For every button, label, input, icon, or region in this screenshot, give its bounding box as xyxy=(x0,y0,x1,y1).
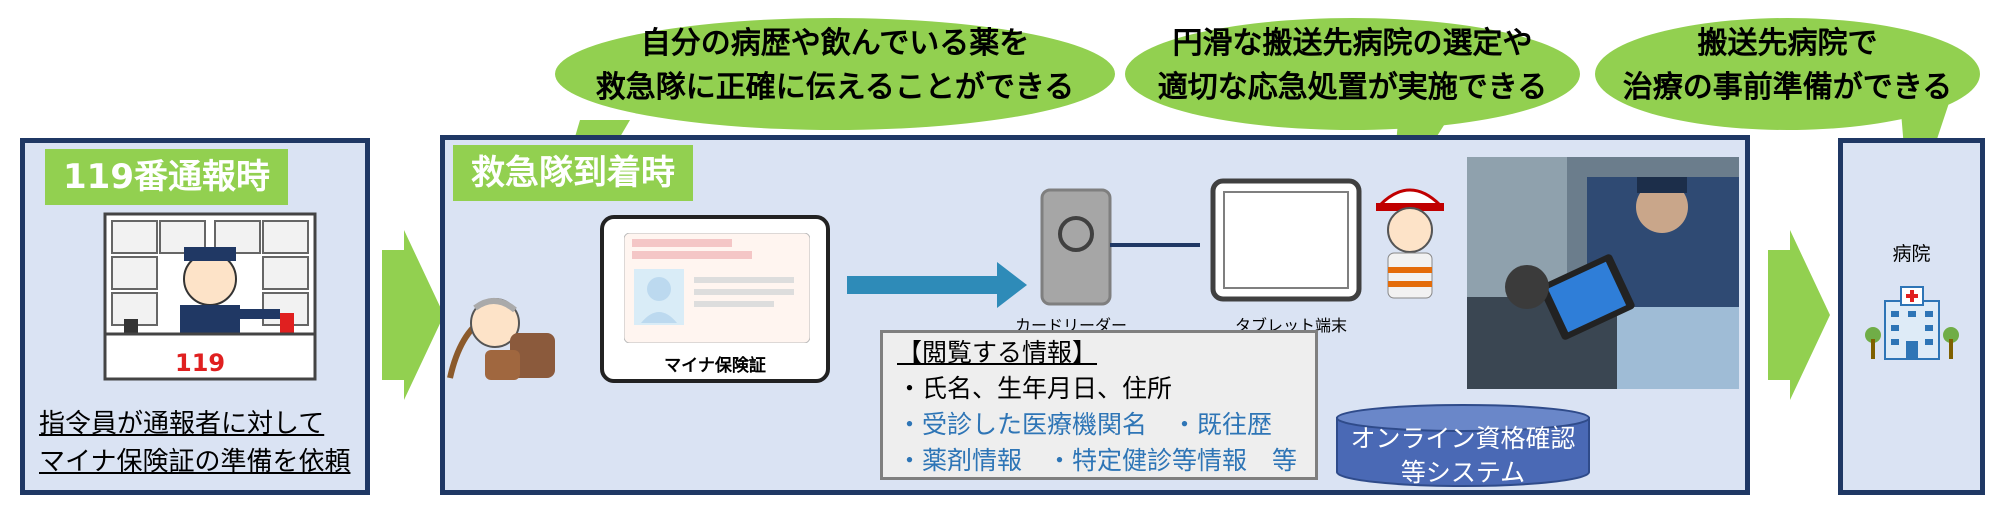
hospital-label: 病院 xyxy=(1892,243,1931,265)
scene-photo xyxy=(1467,157,1739,389)
bubble-shape xyxy=(1595,18,1980,130)
bubble-shape xyxy=(1125,18,1580,130)
insurance-card-frame: マイナ保険証 xyxy=(600,215,830,383)
panel-label: 119番通報時 xyxy=(45,149,288,205)
panel-arrival: 救急隊到着時 マイナ保険証 カードリーダー xyxy=(440,135,1750,495)
flow-arrow xyxy=(1768,230,1830,400)
bubble-text: 円滑な搬送先病院の選定や 適切な応急処置が実施できる xyxy=(1125,22,1580,110)
bubble-line: 救急隊に正確に伝えることができる xyxy=(595,70,1075,105)
bubble-shape xyxy=(555,18,1115,130)
call-footer-line2: マイナ保険証の準備を依頼 xyxy=(39,447,351,477)
patient-illustration xyxy=(447,298,555,380)
bubble-line: 搬送先病院で xyxy=(1697,26,1878,61)
dispatcher-illustration xyxy=(103,212,317,381)
connection-line xyxy=(1110,243,1200,247)
desk-sign: 119 xyxy=(175,349,226,377)
info-line: ・薬剤情報 ・特定健診等情報 等 xyxy=(897,446,1298,475)
database-cylinder-icon xyxy=(1336,404,1590,487)
hospital-building-icon xyxy=(1865,286,1959,360)
bubble-text: 自分の病歴や飲んでいる薬を 救急隊に正確に伝えることができる xyxy=(555,22,1115,110)
info-title: 【閲覧する情報】 xyxy=(897,338,1098,367)
insurance-card-icon xyxy=(624,233,810,343)
flow-arrow xyxy=(382,230,444,400)
paramedic-illustration xyxy=(1376,188,1444,299)
call-footer-line1: 指令員が通報者に対して xyxy=(39,409,325,439)
card-label: マイナ保険証 xyxy=(664,356,766,376)
bubble-line: 自分の病歴や飲んでいる薬を xyxy=(640,26,1030,61)
bubble-line: 適切な応急処置が実施できる xyxy=(1157,70,1548,105)
teal-arrow xyxy=(847,262,1027,308)
card-reader-icon xyxy=(1040,188,1112,306)
info-line: ・氏名、生年月日、住所 xyxy=(897,374,1173,403)
bubble-text: 搬送先病院で 治療の事前準備ができる xyxy=(1595,22,1980,110)
panel-call: 119番通報時 119 指令員が通報者に対して マイナ保険証の準備を依頼 xyxy=(20,138,370,495)
info-box: 【閲覧する情報】 ・氏名、生年月日、住所 ・受診した医療機関名 ・既往歴 ・薬剤… xyxy=(880,330,1318,480)
panel-label: 救急隊到着時 xyxy=(453,145,693,201)
scene-photo-image xyxy=(1467,157,1739,389)
info-line: ・受診した医療機関名 ・既往歴 xyxy=(897,410,1273,439)
panel-hospital: 病院 xyxy=(1838,138,1985,495)
tablet-icon xyxy=(1210,178,1362,302)
bubble-line: 治療の事前準備ができる xyxy=(1622,70,1953,105)
bubble-line: 円滑な搬送先病院の選定や xyxy=(1172,26,1533,61)
system-line: 等システム xyxy=(1400,458,1526,487)
system-line: オンライン資格確認 xyxy=(1350,424,1576,453)
system-label: オンライン資格確認 等システム xyxy=(1333,422,1593,490)
